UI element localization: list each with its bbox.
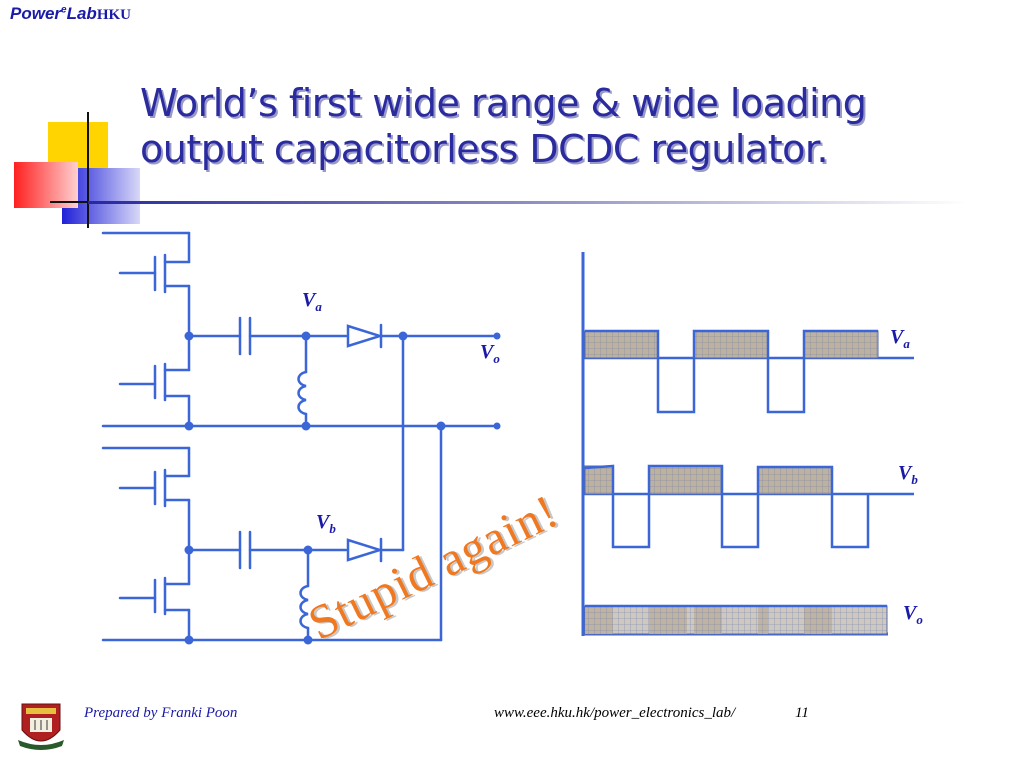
circuit-label-va: Va [302,289,322,314]
footer-page-number: 11 [795,705,809,721]
waveform-vo [584,604,888,635]
waveform-label-vb: Vb [898,462,918,487]
circuit-label-vb: Vb [316,511,336,536]
page-title: World’s first wide range & wide loading … [140,80,1000,172]
brand-power: Power [10,4,62,23]
lower-output-network [187,530,405,642]
waveform-panel [581,252,914,636]
waveform-label-va: Va [890,326,910,351]
footer-url-link[interactable]: www.eee.hku.hk/power_electronics_lab/ [494,705,736,721]
upper-output-network [187,316,499,552]
lower-half-bridge [101,424,443,642]
hku-crest-icon [18,703,64,750]
waveform-vb [584,464,870,549]
brand-hku: HKU [96,7,131,23]
circuit-label-vo: Vo [480,341,500,366]
waveform-label-vo: Vo [903,602,923,627]
upper-half-bridge [101,231,499,428]
footer-prepared-by: Prepared by Franki Poon [84,705,238,721]
brand-sup: e [61,4,67,16]
waveform-va [584,329,879,414]
brand-lab: Lab [66,4,97,23]
decorative-squares [14,112,140,228]
circuit-diagram [101,231,501,645]
title-line-1: World’s first wide range & wide loading [140,81,867,125]
brand-logo-text: PowereLabHKU [10,4,131,24]
junction-dots [184,331,501,645]
title-rule [88,201,968,204]
title-line-2: output capacitorless DCDC regulator. [140,127,829,171]
